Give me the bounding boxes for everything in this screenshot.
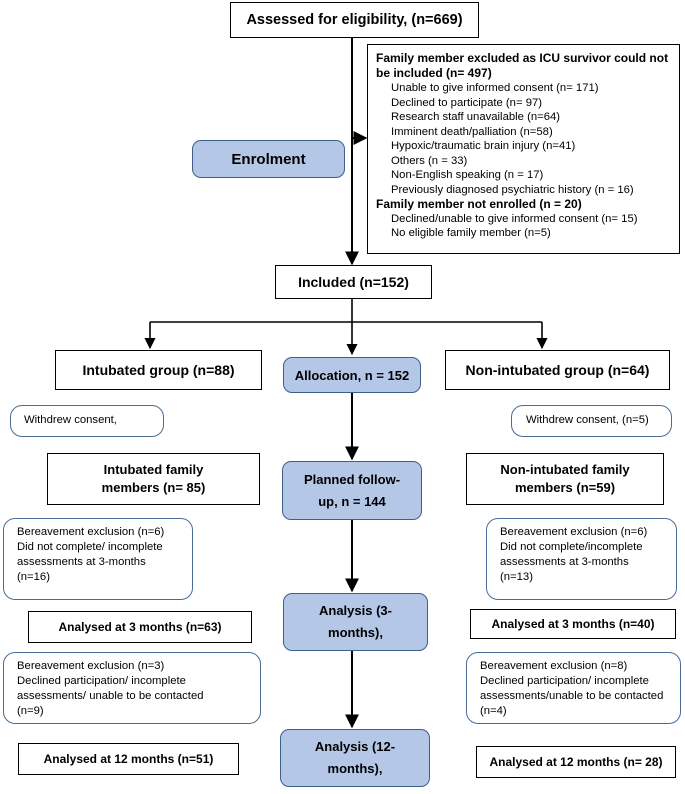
non-intubated-analysed-3month: Analysed at 3 months (n=40) [470,609,676,639]
excluded-item: Others (n = 33) [391,154,468,167]
planned-followup-stage: Planned follow-up, n = 144 [282,461,422,520]
analysis-3month-stage: Analysis (3-months), [283,593,428,651]
exclusion-line: (n=16) [17,571,50,583]
excluded-item: Declined to participate (n= 97) [391,96,543,109]
intubated-12month-exclusion-note: Bereavement exclusion (n=3) Declined par… [3,652,261,724]
excluded-item: Unable to give informed consent (n= 171) [391,82,599,94]
non-intubated-group-box: Non-intubated group (n=64) [445,350,670,390]
excluded-item: Research staff unavailable (n=64) [391,111,561,123]
excluded-box: Family member excluded as ICU survivor c… [367,44,680,254]
excluded-item: Hypoxic/traumatic brain injury (n=41) [391,140,576,152]
not-enrolled-heading: Family member not enrolled (n = 20) [376,197,582,211]
intubated-withdrew-note: Withdrew consent, [10,405,164,437]
non-intubated-members-box: Non-intubated family members (n=59) [466,453,664,505]
non-intubated-analysed-12month: Analysed at 12 months (n= 28) [476,746,676,778]
analysis-12month-stage: Analysis (12-months), [280,729,430,787]
excluded-item: Non-English speaking (n = 17) [391,169,544,181]
intubated-members-box: Intubated family members (n= 85) [47,453,260,505]
excluded-heading: Family member excluded as ICU survivor c… [376,51,669,80]
intubated-analysed-3month: Analysed at 3 months (n=63) [28,611,252,643]
exclusion-line: (n=9) [17,705,44,717]
exclusion-line: Declined participation/ incomplete asses… [480,675,664,717]
exclusion-line: Bereavement exclusion (n=8) [480,660,628,672]
excluded-item: Imminent death/palliation (n=58) [391,125,553,138]
non-intubated-3month-exclusion-note: Bereavement exclusion (n=6) Did not comp… [486,518,677,600]
exclusion-line: Bereavement exclusion (n=3) [17,660,165,672]
not-enrolled-item: Declined/unable to give informed consent… [391,212,638,225]
intubated-group-box: Intubated group (n=88) [55,350,262,390]
allocation-stage: Allocation, n = 152 [283,357,421,393]
excluded-item: Previously diagnosed psychiatric history… [391,183,634,196]
non-intubated-12month-exclusion-note: Bereavement exclusion (n=8) Declined par… [466,652,681,724]
exclusion-line: (n=13) [500,571,533,583]
intubated-3month-exclusion-note: Bereavement exclusion (n=6) Did not comp… [3,518,193,600]
intubated-analysed-12month: Analysed at 12 months (n=51) [18,743,239,775]
exclusion-line: Bereavement exclusion (n=6) [17,526,165,538]
included-box: Included (n=152) [275,265,432,299]
assessed-box: Assessed for eligibility, (n=669) [230,2,479,38]
enrolment-stage: Enrolment [192,140,345,178]
non-intubated-withdrew-note: Withdrew consent, (n=5) [511,405,672,437]
exclusion-line: Did not complete/ incomplete assessments… [17,541,163,568]
exclusion-line: Did not complete/incomplete assessments … [500,541,643,568]
exclusion-line: Bereavement exclusion (n=6) [500,526,648,538]
exclusion-line: Declined participation/ incomplete asses… [17,675,204,702]
not-enrolled-item: No eligible family member (n=5) [391,227,551,239]
